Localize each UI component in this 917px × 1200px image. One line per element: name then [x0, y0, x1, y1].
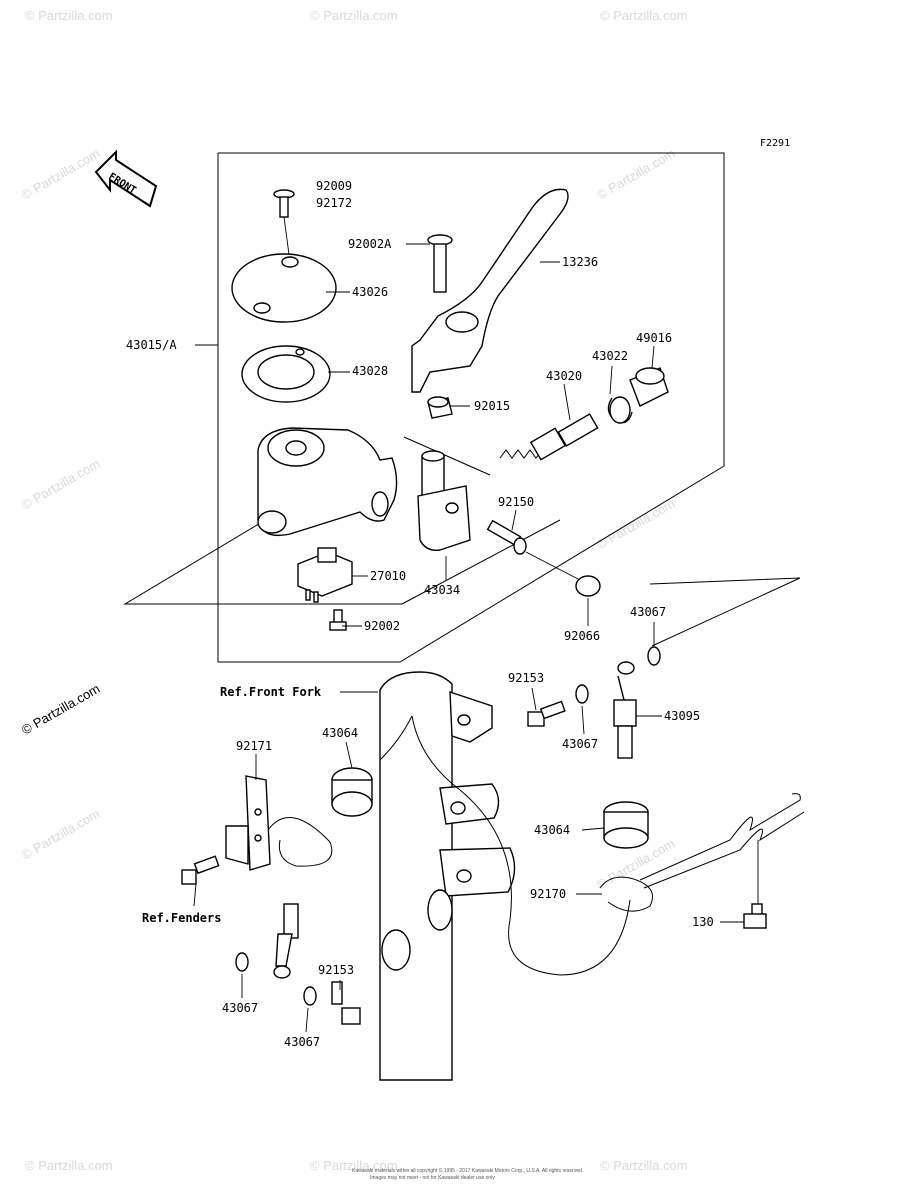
bolt-130-icon [743, 903, 767, 929]
part-label: 92009 [316, 179, 352, 193]
watermark: © Partzilla.com [594, 496, 677, 553]
diagram-code: F2291 [760, 138, 790, 149]
part-label: 130 [692, 915, 714, 929]
ref-front-fork-label: Ref.Front Fork [220, 685, 322, 699]
part-label: 43028 [352, 364, 388, 378]
front-fork-icon [379, 671, 516, 1081]
master-cylinder-body-icon [257, 427, 398, 537]
hose-bracket-icon [225, 775, 333, 871]
watermark: © Partzilla.com [594, 146, 677, 203]
leader-lines [193, 243, 759, 1033]
part-label: 92066 [564, 629, 600, 643]
watermark: © Partzilla.com [19, 146, 102, 203]
screw-92009-icon [273, 189, 295, 263]
brake-hose-icon [379, 715, 631, 976]
part-label: 13236 [562, 255, 598, 269]
ref-fenders-label: Ref.Fenders [142, 911, 221, 925]
part-label: 92153 [508, 671, 544, 685]
brake-lever-icon [411, 188, 569, 393]
nut-icon [427, 396, 453, 419]
part-label: 43022 [592, 349, 628, 363]
banjo-bolt-lower-icon [331, 981, 361, 1025]
part-label: 43067 [630, 605, 666, 619]
part-label: 92002 [364, 619, 400, 633]
watermark: © Partzilla.com [310, 1158, 398, 1173]
watermark: © Partzilla.com [600, 8, 688, 23]
part-label: 43067 [562, 737, 598, 751]
part-label: 43026 [352, 285, 388, 299]
part-label: 92170 [530, 887, 566, 901]
part-label: 43015/A [126, 338, 177, 352]
reservoir-cap-icon [231, 253, 337, 323]
circlip-icon [607, 396, 633, 424]
part-label: 92153 [318, 963, 354, 977]
watermark-dark: © Partzilla.com [19, 681, 102, 738]
clamp-bolt-icon [486, 519, 581, 581]
part-label: 27010 [370, 569, 406, 583]
part-label: 43067 [284, 1035, 320, 1049]
bolt-cap-icon [575, 575, 601, 597]
part-label: 92150 [498, 495, 534, 509]
fender-bolt-icon [181, 855, 220, 885]
front-arrow-icon: FRONT [94, 149, 158, 208]
part-label: 92171 [236, 739, 272, 753]
part-label: 92002A [348, 237, 392, 251]
assembly-outline [123, 152, 801, 663]
copyright-footer-2: Images may not meet - not for Kawasaki d… [370, 1175, 495, 1181]
part-label: 43020 [546, 369, 582, 383]
part-label: 43064 [534, 823, 570, 837]
banjo-bolt-icon [527, 700, 566, 727]
watermark: © Partzilla.com [19, 806, 102, 863]
part-label: 43034 [424, 583, 460, 597]
grommet-icon [331, 767, 649, 849]
watermark: © Partzilla.com [25, 8, 113, 23]
lower-hose-end-icon [273, 903, 299, 979]
part-label: 43064 [322, 726, 358, 740]
handlebar-clamp-icon [417, 450, 471, 551]
watermark: © Partzilla.com [600, 1158, 688, 1173]
piston-assembly-icon [499, 413, 599, 461]
washer-icon [235, 646, 661, 1006]
banjo-hose-end-icon [613, 661, 637, 759]
part-label: 92015 [474, 399, 510, 413]
pivot-bolt-icon [427, 234, 453, 293]
copyright-footer: Kawasaki materials within all copyright … [352, 1167, 583, 1174]
watermark: © Partzilla.com [310, 8, 398, 23]
part-labels: 92009 92172 92002A 13236 43026 43015/A 4… [126, 179, 714, 1049]
watermark: © Partzilla.com [19, 456, 102, 513]
screw-92002-icon [329, 609, 347, 631]
dust-boot-icon [629, 367, 669, 407]
part-label: 43095 [664, 709, 700, 723]
part-label: 92172 [316, 196, 352, 210]
diaphragm-icon [241, 345, 331, 403]
part-label: 49016 [636, 331, 672, 345]
part-label: 43067 [222, 1001, 258, 1015]
hose-clamp-icon [599, 793, 805, 912]
watermark: © Partzilla.com [25, 1158, 113, 1173]
brake-switch-icon [297, 547, 368, 603]
